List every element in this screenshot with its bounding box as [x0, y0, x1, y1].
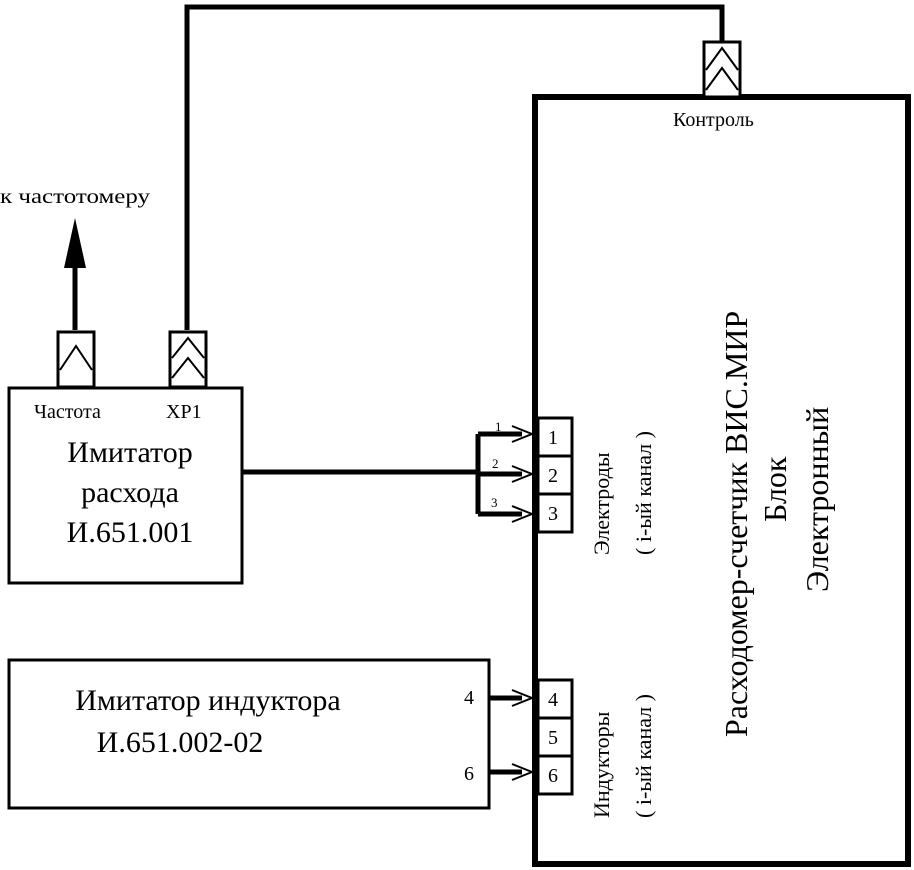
svg-text:6: 6 — [548, 765, 558, 787]
electrode-wire-label-2: 2 — [492, 456, 499, 471]
inductor-wire-4 — [489, 689, 535, 707]
electrode-wire-2 — [478, 465, 535, 483]
control-connector — [702, 40, 742, 99]
control-wire — [184, 4, 725, 330]
flowmeter-title-line2: Блок — [757, 456, 793, 522]
flowmeter-title-line3: Электронный — [799, 407, 835, 592]
inductor-simulator-name-line1: Имитатор индуктора — [75, 684, 341, 717]
inductor-wire-6 — [489, 763, 535, 781]
inductors-channel-label: ( i-ый канал ) — [631, 694, 656, 818]
inductors-label: Индукторы — [589, 711, 614, 818]
svg-text:4: 4 — [548, 689, 558, 711]
frequency-arrow — [64, 218, 86, 268]
electrode-wire-1 — [478, 425, 535, 443]
control-connector-label: Контроль — [673, 109, 754, 131]
inductor-wire-label-4: 4 — [464, 687, 474, 709]
electrode-wire-label-1: 1 — [495, 419, 502, 434]
electrode-wire-label-3: 3 — [491, 495, 498, 510]
inductor-simulator-box — [7, 658, 491, 810]
xp1-connector-label: XP1 — [166, 401, 202, 423]
inductor-wire-label-6: 6 — [464, 763, 474, 785]
frequency-connector — [56, 330, 96, 389]
frequency-meter-label: к частотомеру — [0, 186, 150, 208]
inductor-simulator-name-line2: И.651.002-02 — [97, 726, 264, 759]
terminal-6: 6 — [536, 754, 574, 796]
flow-simulator-name-line2: расхода — [81, 476, 179, 509]
electrode-wire-3 — [478, 505, 535, 523]
electrodes-channel-label: ( i-ый канал ) — [631, 431, 656, 555]
xp1-connector — [168, 330, 208, 389]
flowmeter-box — [532, 94, 911, 867]
flowmeter-title-line1: Расходомер-счетчик ВИС.МИР — [718, 311, 754, 737]
terminal-5: 5 — [536, 716, 574, 758]
flow-simulator-name-line1: Имитатор — [67, 436, 192, 469]
svg-text:5: 5 — [548, 727, 558, 749]
terminal-3: 3 — [536, 492, 574, 534]
flow-simulator-box — [7, 386, 244, 585]
svg-text:3: 3 — [548, 503, 558, 525]
svg-text:1: 1 — [548, 427, 558, 449]
electrodes-label: Электроды — [589, 452, 614, 555]
flow-simulator-name-line3: И.651.001 — [67, 516, 194, 549]
terminal-2: 2 — [536, 454, 574, 496]
terminal-1: 1 — [536, 416, 574, 458]
frequency-connector-label: Частота — [34, 401, 101, 423]
svg-text:2: 2 — [548, 465, 558, 487]
terminal-4: 4 — [536, 678, 574, 720]
